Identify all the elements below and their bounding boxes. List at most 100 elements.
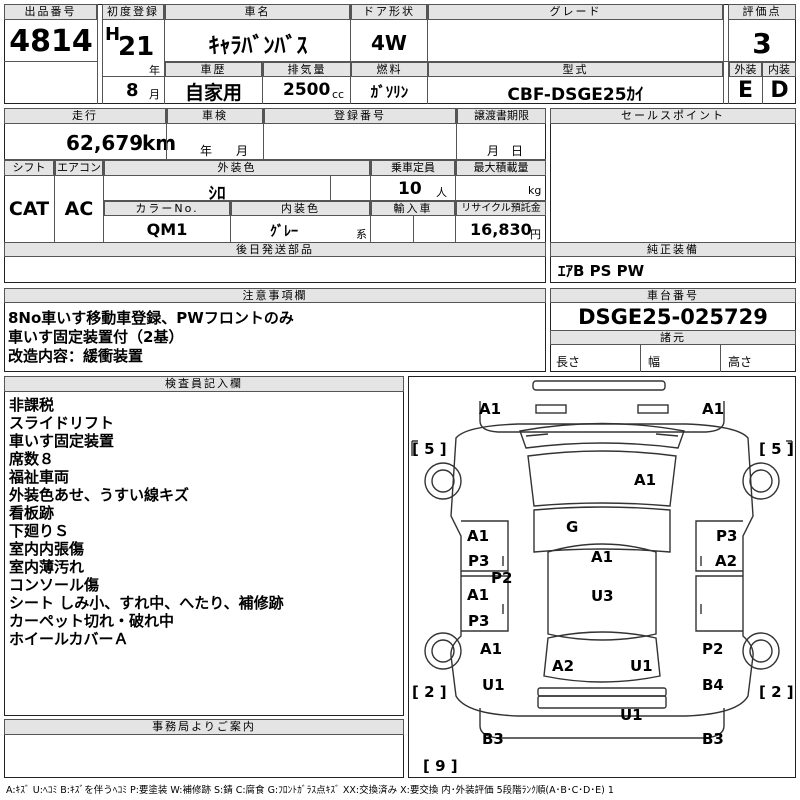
divider <box>370 160 371 242</box>
inspector-comment: シート しみ小、すれ中、へたり、補修跡 <box>9 594 284 612</box>
cc-unit: cc <box>332 88 345 101</box>
person-unit: 人 <box>436 186 447 199</box>
car-name: ｷｬﾗﾊﾞﾝﾊﾞｽ <box>208 34 308 59</box>
damage-code: U1 <box>620 706 643 724</box>
chassis-number: DSGE25-025729 <box>578 305 768 329</box>
divider <box>165 61 796 62</box>
inspector-comment: 席数８ <box>9 450 55 468</box>
car-name-header: 車名 <box>165 4 350 20</box>
notes-header: 注意事項欄 <box>4 288 546 303</box>
damage-code: A1 <box>467 527 490 545</box>
damage-code: P3 <box>468 612 490 630</box>
inspector-comment: 外装色あせ、うすい線キズ <box>9 486 190 504</box>
chassis-header: 車台番号 <box>550 288 796 303</box>
specs-header: 諸元 <box>550 330 796 345</box>
divider <box>230 201 231 242</box>
divider <box>4 159 546 160</box>
vehicle-diagram <box>411 380 793 739</box>
mileage-header: 走行 <box>4 108 166 124</box>
mileage-value: 62,679 <box>66 131 144 155</box>
grade-header: グレード <box>428 4 723 20</box>
divider <box>97 4 98 104</box>
interior-color: ｸﾞﾚｰ <box>270 224 298 240</box>
office-header: 事務局よりご案内 <box>4 719 404 735</box>
inspection-header: 車検 <box>167 108 263 124</box>
shift-type: CAT <box>8 198 50 220</box>
divider <box>728 4 729 104</box>
inspector-comment: 下廻りＳ <box>9 522 70 540</box>
color-number-header: カラーNo. <box>104 201 230 216</box>
divider <box>720 345 721 372</box>
divider <box>103 160 104 242</box>
lot-number: 4814 <box>9 24 93 59</box>
divider <box>102 4 103 104</box>
divider <box>640 345 641 372</box>
divider <box>104 200 546 201</box>
registration-month: 8 <box>126 80 139 101</box>
import-header: 輸入車 <box>371 201 455 216</box>
divider <box>350 62 351 104</box>
divider <box>54 160 55 242</box>
divider <box>262 62 263 104</box>
divider <box>456 108 457 159</box>
max-load-header: 最大積載量 <box>456 160 546 176</box>
tread-count: [ 5 ] <box>412 440 447 458</box>
inspector-comment: コンソール傷 <box>9 576 100 594</box>
shift-header: シフト <box>4 160 54 176</box>
divider <box>723 4 724 104</box>
aircon-type: AC <box>64 198 94 220</box>
vehicle-history: 自家用 <box>184 82 242 104</box>
first-registration-header: 初度登録 <box>102 4 164 20</box>
width-label: 幅 <box>648 355 661 369</box>
model-header: 型式 <box>428 62 723 77</box>
damage-code: A1 <box>634 471 657 489</box>
damage-code: A1 <box>591 548 614 566</box>
inspector-comment: スライドリフト <box>9 414 115 432</box>
inspection-date: 年 月 <box>200 144 249 158</box>
score-header: 評価点 <box>728 4 796 20</box>
door-type: 4W <box>371 31 407 55</box>
inspector-comment: 看板跡 <box>9 504 55 522</box>
exterior-color-header: 外装色 <box>104 160 370 176</box>
sales-point-header: セールスポイント <box>550 108 796 124</box>
recycle-fee: 16,830 <box>470 220 532 239</box>
divider <box>350 4 351 62</box>
auction-score: 3 <box>752 27 772 60</box>
divider <box>762 62 763 104</box>
interior-color-header: 内装色 <box>231 201 370 216</box>
displacement-header: 排気量 <box>263 62 351 77</box>
fuel-type: ｶﾞｿﾘﾝ <box>370 83 409 101</box>
registration-number-header: 登録番号 <box>264 108 456 124</box>
tread-count: [ 2 ] <box>759 683 794 701</box>
tread-count: [ 5 ] <box>759 440 794 458</box>
capacity-header: 乗車定員 <box>371 160 455 176</box>
lot-number-header: 出品番号 <box>4 4 97 20</box>
registration-year: 21 <box>118 32 155 62</box>
fuel-header: 燃料 <box>351 62 428 77</box>
exterior-grade-header: 外装 <box>729 62 762 77</box>
damage-code: B3 <box>702 730 724 748</box>
km-unit: km <box>142 131 177 155</box>
divider <box>4 61 97 62</box>
vehicle-info-block <box>4 4 796 104</box>
month-unit: 月 <box>149 88 160 101</box>
transfer-deadline-header: 譲渡書期限 <box>457 108 546 124</box>
damage-code: P2 <box>702 640 724 658</box>
year-unit: 年 <box>149 64 160 77</box>
interior-grade: D <box>770 78 789 103</box>
note-line: 車いす固定装置付（2基） <box>8 328 184 346</box>
inspector-comment: 室内内張傷 <box>9 540 85 558</box>
transfer-deadline-date: 月 日 <box>487 144 524 158</box>
divider <box>102 76 164 77</box>
damage-code: P3 <box>716 527 738 545</box>
damage-code: A1 <box>480 640 503 658</box>
model-code: CBF-DSGE25ｶｲ <box>507 85 644 105</box>
inspector-block <box>4 376 404 716</box>
note-line: 改造内容：緩衝装置 <box>8 347 144 365</box>
displacement-value: 2500 <box>283 80 331 100</box>
damage-code: A1 <box>467 586 490 604</box>
color-number: QM1 <box>146 220 188 239</box>
seating-capacity: 10 <box>398 179 422 199</box>
inspector-comment: カーペット切れ・破れ中 <box>9 612 175 630</box>
tread-count: [ 9 ] <box>423 757 458 775</box>
